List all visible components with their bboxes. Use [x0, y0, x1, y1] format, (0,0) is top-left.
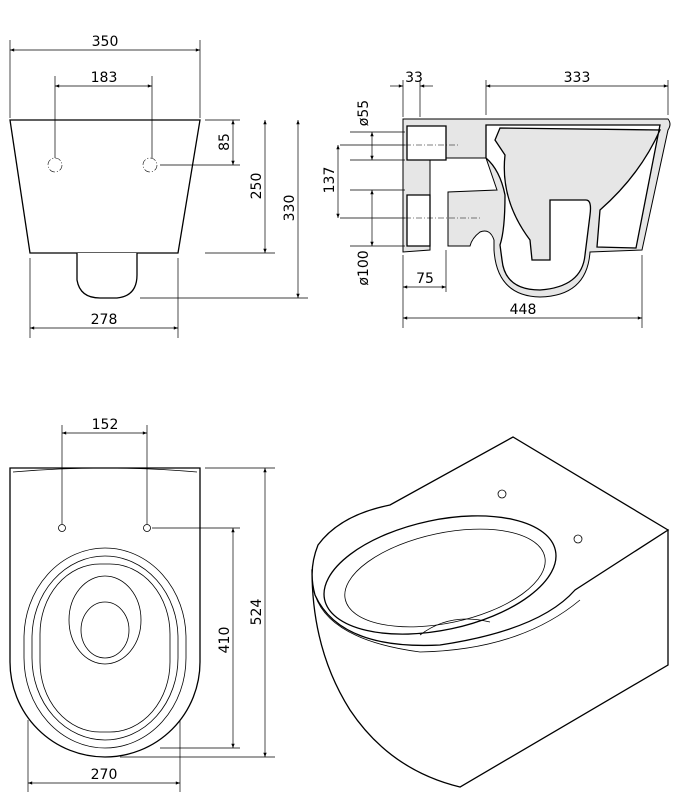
dim-85: 85	[217, 133, 233, 151]
top-rim	[23, 547, 187, 749]
top-view: 152 524 410 270	[9, 417, 275, 792]
iso-hole-right	[573, 534, 583, 544]
dim-270: 270	[91, 767, 118, 783]
side-inlet-outlet	[406, 125, 447, 247]
isometric-view	[311, 436, 670, 788]
dim-250: 250	[249, 173, 265, 200]
mount-hole-right	[142, 157, 158, 173]
dim-410: 410	[217, 627, 233, 654]
dim-152: 152	[92, 417, 119, 433]
dim-75: 75	[416, 271, 434, 287]
side-shell	[402, 118, 671, 298]
top-hole-right	[143, 524, 151, 532]
front-body	[9, 119, 201, 254]
dim-d100: ø100	[356, 250, 372, 285]
dim-350: 350	[92, 34, 119, 50]
dim-330: 330	[282, 195, 298, 222]
dim-448: 448	[510, 302, 537, 318]
dim-183: 183	[91, 70, 118, 86]
front-foot	[76, 253, 138, 299]
mount-hole-left	[47, 157, 63, 173]
dim-d55: ø55	[356, 100, 372, 126]
dim-137: 137	[322, 167, 338, 194]
top-outline	[9, 467, 201, 758]
dim-524: 524	[249, 599, 265, 626]
iso-bowl-rim	[323, 515, 557, 635]
iso-hole-left	[497, 489, 507, 499]
top-bowl	[68, 575, 142, 665]
dim-333: 333	[564, 70, 591, 86]
top-hole-left	[58, 524, 66, 532]
side-section-view: 33 333 ø55 137 ø100 75 448	[322, 70, 671, 328]
dim-278: 278	[91, 312, 118, 328]
front-view: 350 183 85 250 330 278	[9, 34, 308, 338]
side-bowl	[485, 124, 661, 291]
dim-33: 33	[405, 70, 423, 86]
